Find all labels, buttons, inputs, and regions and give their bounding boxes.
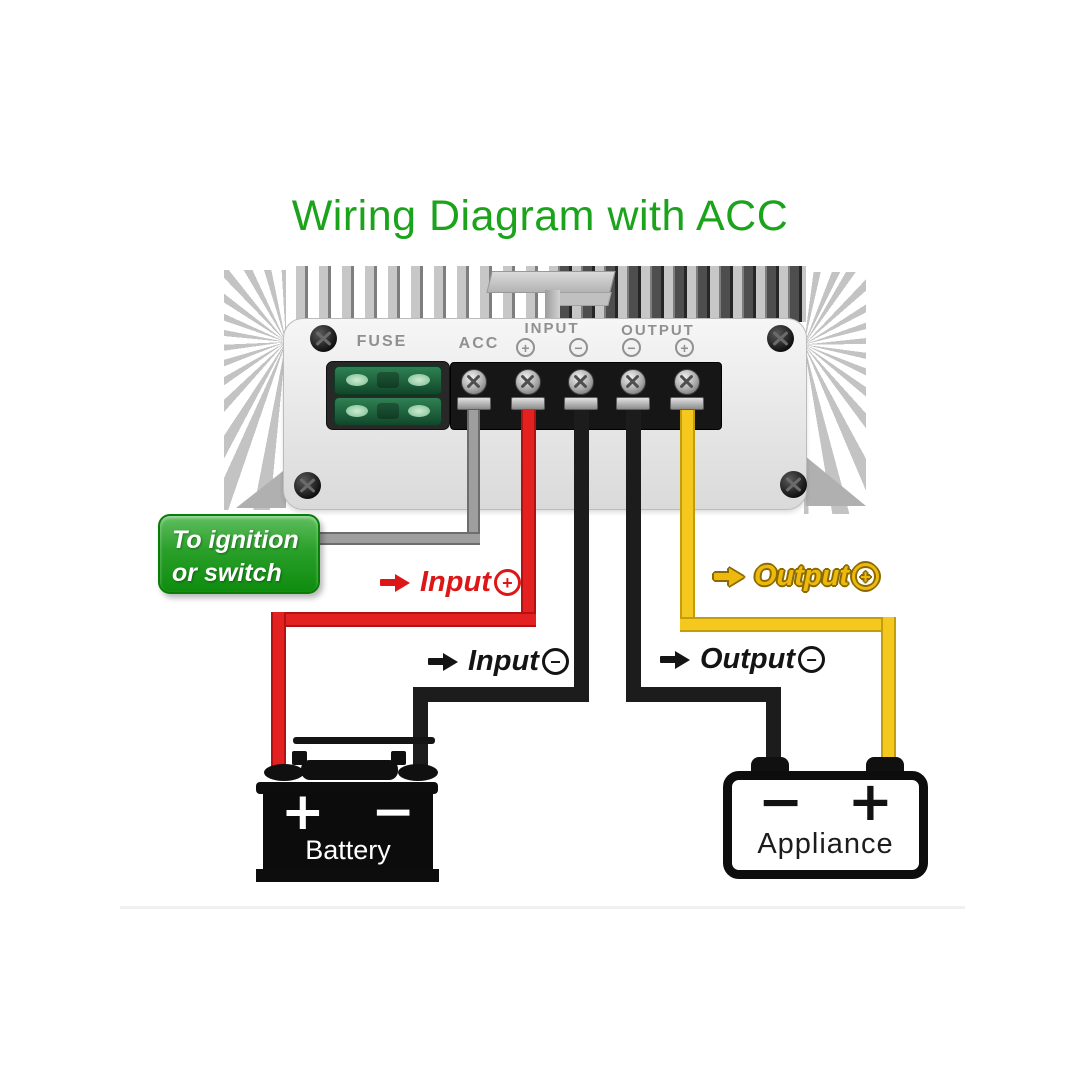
fuse-window: [408, 374, 430, 386]
appliance-label: Appliance: [757, 828, 894, 860]
appliance-plus-sign: +: [847, 770, 893, 833]
arrow-right-icon: [714, 567, 744, 586]
screw-icon: [294, 472, 321, 499]
battery-positive-terminal: [264, 764, 304, 781]
acc-note-line-2: or switch: [172, 558, 282, 587]
fuse-window: [346, 405, 368, 417]
plus-circle-icon: +: [852, 563, 880, 590]
terminal-clamp: [511, 397, 545, 410]
input-minus-wire-down: [574, 405, 589, 702]
output-minus-wire-across: [626, 687, 781, 702]
battery-base: [256, 869, 439, 882]
arrow-right-icon: [428, 652, 458, 671]
output-plus-symbol: +: [675, 338, 694, 357]
arrow-right-icon: [380, 573, 410, 592]
diagram-title: Wiring Diagram with ACC: [291, 192, 789, 240]
terminal-screw-input-minus: [568, 369, 594, 395]
input-plus-annotation-text: Input: [420, 566, 491, 598]
photo-edge-line: [120, 906, 965, 909]
terminal-screw-output-plus: [674, 369, 700, 395]
terminal-clamp: [616, 397, 650, 410]
input-minus-wire-to-battery: [413, 687, 428, 771]
appliance-minus-sign: −: [758, 770, 804, 833]
terminal-clamp: [457, 397, 491, 410]
screw-icon: [310, 325, 337, 352]
plus-circle-icon: +: [493, 569, 521, 596]
acc-label: ACC: [458, 335, 500, 352]
battery-frame-bar: [293, 737, 435, 744]
appliance-positive-terminal: [866, 757, 904, 775]
battery-body: + − Battery: [263, 782, 433, 869]
input-plus-wire-to-battery: [271, 612, 286, 774]
input-minus-symbol: −: [569, 338, 588, 357]
battery-plus-sign: +: [281, 782, 325, 842]
output-minus-symbol: −: [622, 338, 641, 357]
output-minus-wire-to-appliance: [766, 687, 781, 767]
battery-label: Battery: [305, 835, 391, 865]
fuse-label: FUSE: [356, 333, 408, 350]
terminal-screw-acc: [461, 369, 487, 395]
blade-fuse: [334, 366, 442, 395]
input-plus-wire-down: [521, 405, 536, 627]
input-minus-annotation-text: Input: [468, 645, 539, 677]
output-plus-annotation-text: Output: [754, 560, 850, 592]
acc-note: To ignition or switch: [158, 514, 320, 594]
heatsink-fins-left: [224, 270, 286, 510]
acc-wire-vertical: [467, 405, 480, 545]
terminal-screw-input-plus: [515, 369, 541, 395]
output-minus-annotation: Output −: [660, 643, 826, 676]
output-minus-annotation-text: Output: [700, 643, 796, 675]
blade-fuse: [334, 397, 442, 426]
screw-icon: [780, 471, 807, 498]
appliance-negative-terminal: [751, 757, 789, 775]
input-plus-annotation: Input +: [380, 566, 521, 599]
battery-top-plate: [256, 782, 438, 794]
terminal-clamp: [564, 397, 598, 410]
output-label: OUTPUT: [621, 322, 695, 339]
acc-wire-horizontal: [310, 532, 480, 545]
terminal-clamp: [670, 397, 704, 410]
appliance-box: − + Appliance: [723, 771, 928, 879]
input-plus-wire-across: [271, 612, 536, 627]
battery-handle: [301, 760, 398, 780]
fuse-window: [346, 374, 368, 386]
terminal-screw-output-minus: [620, 369, 646, 395]
screw-icon: [767, 325, 794, 352]
arrow-right-icon: [660, 650, 690, 669]
input-label: INPUT: [524, 320, 580, 337]
output-plus-annotation: Output +: [714, 560, 880, 593]
mounting-bracket-stem: [545, 290, 560, 322]
input-minus-wire-across: [413, 687, 589, 702]
minus-circle-icon: −: [541, 648, 569, 675]
battery-minus-sign: −: [371, 782, 415, 842]
fuse-window: [408, 405, 430, 417]
minus-circle-icon: −: [798, 646, 826, 673]
input-plus-symbol: +: [516, 338, 535, 357]
output-minus-wire-down: [626, 405, 641, 702]
battery-negative-terminal: [398, 764, 438, 781]
output-plus-wire-down: [680, 405, 695, 632]
output-plus-wire-across: [680, 617, 896, 632]
acc-note-line-1: To ignition: [172, 526, 299, 554]
mounting-bracket-step: [554, 292, 612, 306]
input-minus-annotation: Input −: [428, 645, 569, 678]
output-plus-wire-to-appliance: [881, 617, 896, 767]
